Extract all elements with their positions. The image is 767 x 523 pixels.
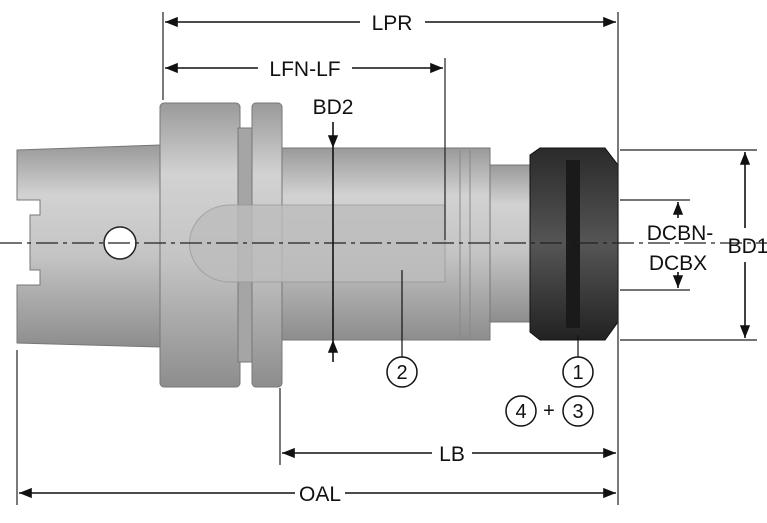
hsk-taper xyxy=(16,144,161,348)
callout-3: 3 xyxy=(572,401,583,423)
dim-lfn-lf: LFN-LF xyxy=(165,58,443,81)
label-bd2: BD2 xyxy=(313,96,354,119)
dim-oal: OAL xyxy=(19,483,616,506)
extension-lines xyxy=(16,12,757,505)
tool-holder-body xyxy=(16,102,619,388)
callout-2: 2 xyxy=(386,270,418,388)
label-dcbn: DCBN- xyxy=(647,222,714,245)
label-dcbx: DCBX xyxy=(649,252,707,275)
svg-text:1: 1 xyxy=(572,362,583,384)
callout-1: 1 xyxy=(562,335,594,388)
label-lfn-lf: LFN-LF xyxy=(269,58,340,81)
dim-lpr: LPR xyxy=(165,12,616,35)
dim-lb: LB xyxy=(282,443,616,466)
dim-dcbn-dcbx: DCBN- DCBX xyxy=(647,202,714,288)
callout-4: 4 xyxy=(515,401,526,423)
label-lb: LB xyxy=(439,443,465,466)
callout-plus: + xyxy=(543,400,555,422)
dim-bd1: BD1 xyxy=(728,152,767,338)
label-bd1: BD1 xyxy=(728,235,767,258)
svg-text:2: 2 xyxy=(396,362,407,384)
label-oal: OAL xyxy=(299,483,341,506)
label-lpr: LPR xyxy=(372,12,413,35)
dim-bd2: BD2 xyxy=(313,96,354,362)
callout-4-plus-3: 4 + 3 xyxy=(505,395,594,427)
